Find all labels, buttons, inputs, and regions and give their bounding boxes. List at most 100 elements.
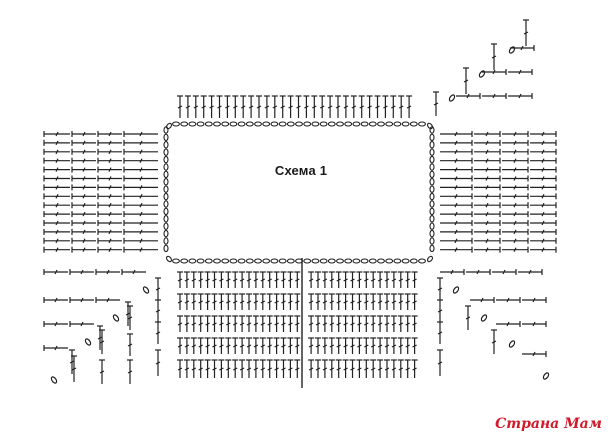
double-crochet-stitch xyxy=(225,293,232,310)
horizontal-double-crochet xyxy=(43,157,70,164)
double-crochet-stitch xyxy=(232,315,239,332)
horizontal-double-crochet xyxy=(496,297,521,303)
horizontal-double-crochet xyxy=(69,297,94,303)
double-crochet-stitch xyxy=(411,359,418,378)
double-crochet-stitch xyxy=(437,277,443,300)
double-crochet-stitch xyxy=(384,315,390,332)
horizontal-double-crochet xyxy=(474,228,501,235)
chain-stitch xyxy=(429,170,435,179)
double-crochet-stitch xyxy=(370,293,377,310)
horizontal-double-crochet xyxy=(502,220,529,226)
chain-stitch xyxy=(163,215,169,223)
double-crochet-stitch xyxy=(273,359,280,378)
horizontal-double-crochet xyxy=(502,157,529,164)
double-crochet-stitch xyxy=(335,95,341,118)
double-crochet-stitch xyxy=(266,337,273,354)
horizontal-double-crochet xyxy=(502,211,529,218)
double-crochet-stitch xyxy=(342,315,349,332)
double-crochet-stitch xyxy=(197,359,204,378)
double-crochet-stitch xyxy=(190,359,197,378)
double-crochet-stitch xyxy=(411,337,418,354)
horizontal-double-crochet xyxy=(123,139,158,146)
double-crochet-stitch xyxy=(328,337,335,354)
double-crochet-stitch xyxy=(384,337,390,354)
double-crochet-stitch xyxy=(356,271,363,288)
chain-stitch xyxy=(172,121,180,127)
double-crochet-stitch xyxy=(358,95,365,118)
chain-stitch xyxy=(429,126,435,134)
double-crochet-stitch xyxy=(155,277,161,300)
double-crochet-stitch xyxy=(190,315,197,332)
horizontal-double-crochet xyxy=(530,202,557,209)
double-crochet-stitch xyxy=(374,95,381,118)
chain-stitch xyxy=(393,258,402,264)
horizontal-double-crochet xyxy=(502,166,529,173)
double-crochet-stitch xyxy=(295,95,302,118)
double-crochet-stitch xyxy=(204,315,211,332)
horizontal-double-crochet xyxy=(97,193,122,200)
double-crochet-stitch xyxy=(240,95,247,118)
double-crochet-stitch xyxy=(491,329,497,354)
double-crochet-stitch xyxy=(315,337,321,354)
double-crochet-stitch xyxy=(197,271,204,288)
horizontal-double-crochet xyxy=(97,175,122,182)
chain-stitch xyxy=(50,376,58,384)
double-crochet-stitch xyxy=(308,271,315,288)
bottom-stitch-columns xyxy=(177,271,418,378)
double-crochet-stitch xyxy=(273,293,280,310)
chain-stitch xyxy=(221,258,230,264)
horizontal-double-crochet xyxy=(508,69,533,75)
double-crochet-stitch xyxy=(377,293,384,310)
double-crochet-stitch xyxy=(356,359,363,378)
double-crochet-stitch xyxy=(266,359,273,378)
chain-stitch xyxy=(344,121,353,127)
double-crochet-stitch xyxy=(190,337,197,354)
horizontal-double-crochet xyxy=(97,166,122,173)
double-crochet-stitch xyxy=(216,95,223,118)
double-crochet-stitch xyxy=(99,359,105,384)
double-crochet-stitch xyxy=(197,315,204,332)
chain-stitch xyxy=(237,258,246,264)
double-crochet-stitch xyxy=(342,271,349,288)
double-crochet-stitch xyxy=(390,359,397,378)
horizontal-double-crochet xyxy=(440,148,473,155)
chain-stitch xyxy=(286,121,295,127)
double-crochet-stitch xyxy=(252,293,259,310)
horizontal-double-crochet xyxy=(530,148,557,155)
chain-stitch xyxy=(480,314,488,322)
double-crochet-stitch xyxy=(370,337,377,354)
top-stitch-row xyxy=(177,95,413,118)
horizontal-double-crochet xyxy=(43,131,70,137)
horizontal-double-crochet xyxy=(440,166,473,173)
chain-stitch xyxy=(196,258,205,264)
chain-stitch xyxy=(163,192,169,201)
chain-border xyxy=(163,121,435,264)
horizontal-double-crochet xyxy=(474,166,501,173)
double-crochet-stitch xyxy=(308,359,315,378)
double-crochet-stitch xyxy=(127,359,133,384)
double-crochet-stitch xyxy=(239,271,246,288)
double-crochet-stitch xyxy=(183,293,190,310)
chain-stitch xyxy=(295,121,303,127)
double-crochet-stitch xyxy=(390,293,397,310)
horizontal-double-crochet xyxy=(440,211,473,218)
horizontal-double-crochet xyxy=(71,184,96,191)
double-crochet-stitch xyxy=(225,359,232,378)
horizontal-double-crochet xyxy=(502,246,529,253)
double-crochet-stitch xyxy=(280,315,287,332)
chain-stitch xyxy=(165,122,173,130)
double-crochet-stitch xyxy=(350,95,357,118)
double-crochet-stitch xyxy=(294,359,301,378)
horizontal-double-crochet xyxy=(97,246,122,253)
chain-stitch xyxy=(270,258,279,264)
chain-stitch xyxy=(409,121,418,127)
chain-stitch xyxy=(254,121,262,127)
horizontal-double-crochet xyxy=(474,220,501,226)
horizontal-double-crochet xyxy=(97,131,122,137)
double-crochet-stitch xyxy=(273,271,280,288)
double-crochet-stitch xyxy=(252,337,259,354)
chain-stitch xyxy=(319,121,328,127)
horizontal-double-crochet xyxy=(123,193,158,200)
chain-stitch xyxy=(429,141,435,149)
chain-stitch xyxy=(163,222,169,230)
